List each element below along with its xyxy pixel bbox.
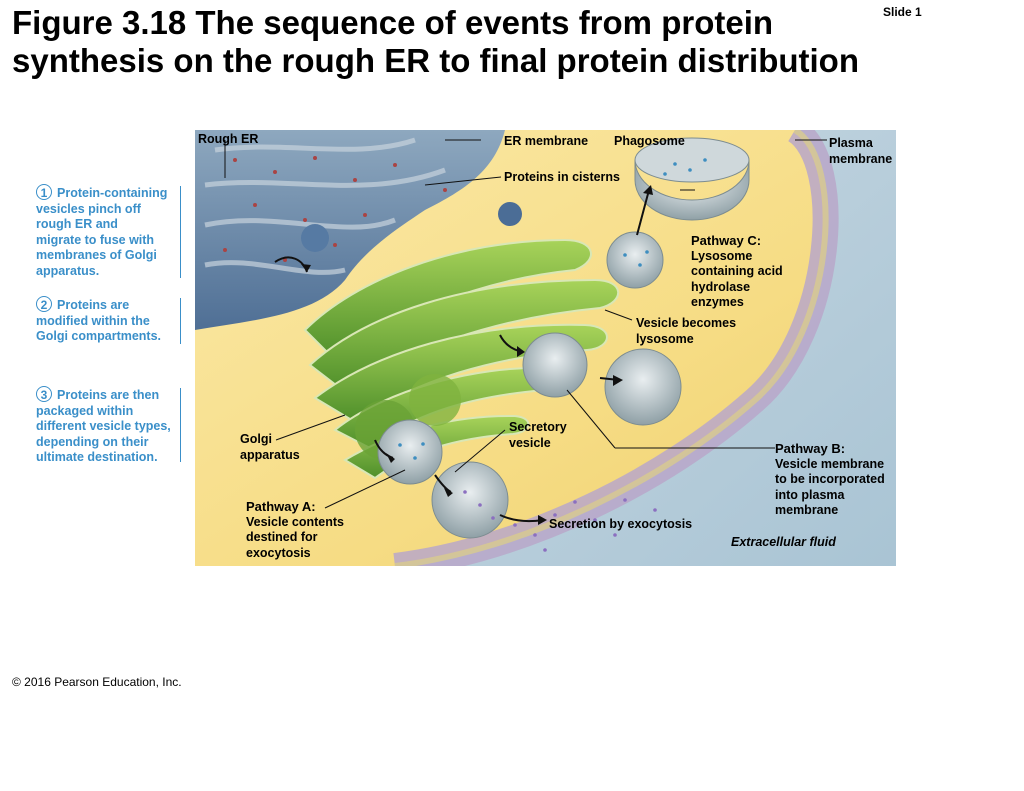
exocytosis-vesicle [431,461,509,539]
label-secretory-vesicle: Secretory vesicle [509,420,567,450]
vesicle-becomes-lysosome [522,332,588,398]
label-rough-er: Rough ER [198,132,259,146]
label-pathway-c: Pathway C: Lysosome containing acid hydr… [691,233,783,309]
step-1-bracket [180,186,185,278]
phagosome-shape [634,159,750,221]
label-phagosome: Phagosome [614,134,685,148]
label-proteins-in-cisterns: Proteins in cisterns [504,170,621,184]
slide-number: Slide 1 [883,5,922,19]
arrowheads [301,185,653,525]
leader-lines [224,139,827,509]
er-cisterns [204,137,446,275]
pathway-a-heading: Pathway A: [246,499,316,514]
free-vesicle [301,224,329,252]
step-number-badge: 1 [36,184,52,200]
extracellular-region [395,130,896,566]
title-line-2: synthesis on the rough ER to final prote… [12,42,859,79]
pathway-c-heading: Pathway C: [691,233,762,248]
label-vesicle-becomes-lysosome: Vesicle becomes lysosome [636,316,737,346]
pathway-b-vesicle [604,348,682,426]
step-3-bracket [180,388,185,462]
secreted-protein-dots [463,490,657,552]
protein-dots [398,158,707,460]
label-er-membrane: ER membrane [504,134,589,148]
label-pathway-b: Pathway B: Vesicle membrane to be incorp… [775,441,885,517]
figure-title: Figure 3.18 The sequence of events from … [12,4,872,80]
copyright: © 2016 Pearson Education, Inc. [12,675,182,689]
cell-illustration [195,130,896,566]
plasma-membrane-edge [394,130,829,566]
step-number-badge: 2 [36,296,52,312]
label-pathway-a: Pathway A: Vesicle contents destined for… [246,499,344,560]
step-2-bracket [180,298,185,344]
free-vesicle [498,202,522,226]
label-plasma-membrane: Plasma membrane [829,136,893,166]
phagosome-opening [634,137,750,183]
rough-er [195,130,505,330]
lysosome-vesicle [606,231,664,289]
step-number-badge: 3 [36,386,52,402]
label-extracellular-fluid: Extracellular fluid [731,535,836,549]
secretory-vesicle [377,419,443,485]
label-golgi-apparatus: Golgi apparatus [240,432,300,462]
title-line-1: Figure 3.18 The sequence of events from … [12,4,774,41]
label-secretion: Secretion by exocytosis [549,517,693,531]
ribosomes [223,156,447,262]
pathway-b-heading: Pathway B: [775,441,846,456]
